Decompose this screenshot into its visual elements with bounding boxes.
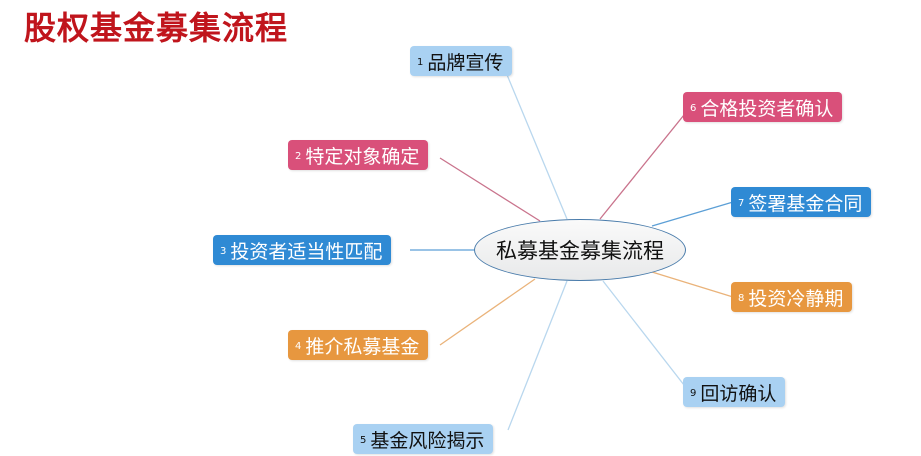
node-label: 推介私募基金 (305, 335, 420, 358)
connector-5 (507, 280, 568, 431)
connector-7 (651, 201, 734, 227)
node-label: 品牌宣传 (427, 51, 504, 74)
connector-2 (439, 157, 541, 222)
node-label: 特定对象确定 (305, 145, 420, 168)
node-number: 9 (690, 388, 697, 399)
central-topic[interactable]: 私募基金募集流程 (474, 219, 686, 281)
connector-9 (602, 280, 685, 386)
node-5-risk-disclosure[interactable]: 5 基金风险揭示 (353, 424, 494, 454)
connector-4 (439, 278, 536, 346)
connector-8 (651, 271, 734, 298)
node-label: 投资者适当性匹配 (230, 240, 383, 263)
node-6-qualified-investor[interactable]: 6 合格投资者确认 (683, 92, 843, 122)
node-4-fund-promotion[interactable]: 4 推介私募基金 (288, 330, 429, 360)
node-2-target-determination[interactable]: 2 特定对象确定 (288, 140, 429, 170)
node-number: 2 (295, 151, 302, 162)
node-label: 基金风险揭示 (370, 429, 485, 452)
node-number: 6 (690, 103, 697, 114)
page-title: 股权基金募集流程 (24, 9, 289, 47)
node-7-sign-contract[interactable]: 7 签署基金合同 (731, 187, 872, 217)
node-number: 4 (295, 341, 302, 352)
connector-1 (504, 69, 568, 220)
node-number: 5 (360, 435, 367, 446)
node-number: 3 (220, 246, 227, 257)
central-topic-label: 私募基金募集流程 (496, 239, 664, 263)
node-number: 8 (738, 293, 745, 304)
node-label: 回访确认 (700, 382, 777, 405)
node-3-investor-suitability[interactable]: 3 投资者适当性匹配 (213, 235, 392, 265)
node-8-cooling-off[interactable]: 8 投资冷静期 (731, 282, 853, 312)
node-1-brand-promotion[interactable]: 1 品牌宣传 (410, 46, 513, 76)
node-number: 7 (738, 198, 745, 209)
node-number: 1 (417, 57, 424, 68)
node-label: 签署基金合同 (748, 192, 863, 215)
node-label: 合格投资者确认 (700, 97, 834, 120)
node-9-follow-up[interactable]: 9 回访确认 (683, 377, 786, 407)
node-label: 投资冷静期 (748, 287, 844, 310)
connector-6 (599, 109, 689, 220)
